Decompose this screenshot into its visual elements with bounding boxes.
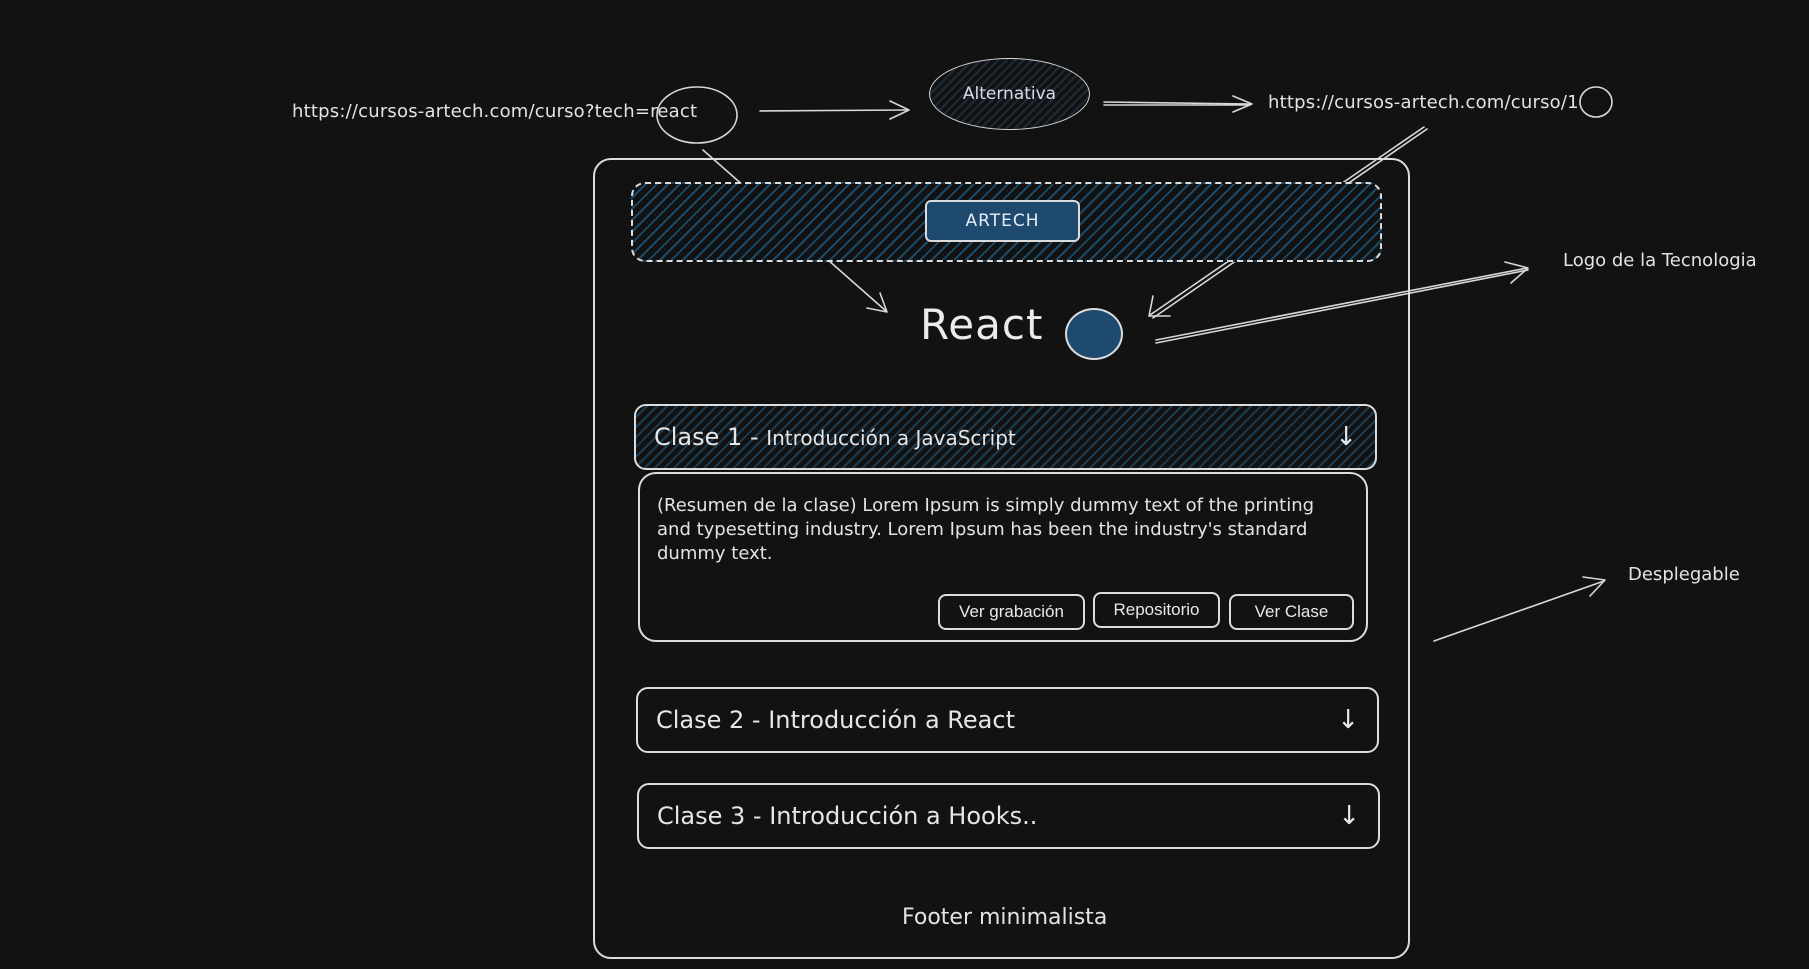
class-row-1[interactable]: Clase 1 - Introducción a JavaScript ↓ [634, 404, 1377, 470]
url-path-annotation: https://cursos-artech.com/curso/1 [1268, 92, 1579, 113]
brand-logo-button[interactable]: ARTECH [925, 200, 1080, 242]
url-query-annotation: https://cursos-artech.com/curso?tech=rea… [292, 101, 698, 122]
view-recording-button[interactable]: Ver grabación [938, 594, 1085, 630]
logo-note: Logo de la Tecnologia [1563, 250, 1757, 271]
alternativa-bubble: Alternativa [929, 58, 1090, 130]
class-row-1-number: Clase 1 [654, 423, 743, 451]
chevron-down-icon[interactable]: ↓ [1338, 801, 1360, 831]
arrow-url-to-alternativa [759, 100, 910, 120]
arrow-alternativa-to-url [1103, 95, 1253, 113]
class-row-1-name: Introducción a JavaScript [766, 426, 1016, 450]
class-row-3[interactable]: Clase 3 - Introducción a Hooks.. ↓ [637, 783, 1380, 849]
class-row-1-label: Clase 1 - Introducción a JavaScript [654, 423, 1335, 451]
arrow-dropdown-to-note [1433, 576, 1606, 642]
class-1-summary: (Resumen de la clase) Lorem Ipsum is sim… [657, 495, 1315, 564]
page-frame [593, 158, 1410, 959]
chevron-down-icon[interactable]: ↓ [1335, 422, 1357, 452]
dropdown-note: Desplegable [1628, 564, 1740, 585]
class-row-3-label: Clase 3 - Introducción a Hooks.. [657, 802, 1038, 830]
repository-button[interactable]: Repositorio [1093, 592, 1220, 628]
class-row-2[interactable]: Clase 2 - Introducción a React ↓ [636, 687, 1379, 753]
highlight-circle-id [1579, 86, 1613, 118]
alternativa-label: Alternativa [962, 84, 1057, 104]
footer-text: Footer minimalista [902, 905, 1108, 930]
class-1-details-panel [638, 472, 1368, 642]
course-title: React [920, 300, 1044, 349]
class-row-1-separator: - [742, 423, 767, 451]
class-row-2-label: Clase 2 - Introducción a React [656, 706, 1015, 734]
technology-logo [1065, 308, 1123, 360]
chevron-down-icon[interactable]: ↓ [1337, 705, 1359, 735]
view-class-button[interactable]: Ver Clase [1229, 594, 1354, 630]
